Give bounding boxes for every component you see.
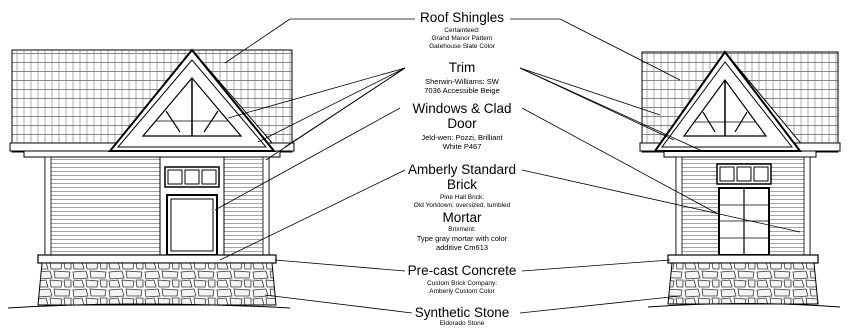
callout-mortar: Mortar Brixment: Type gray mortar with c… xyxy=(372,210,552,252)
trim-line-1: Sherwin-Williams: SW xyxy=(425,77,499,86)
callout-precast-concrete: Pre-cast Concrete Custom Brick Company: … xyxy=(382,263,542,296)
brick-title-1: Amberly Standard xyxy=(407,162,517,177)
stone-title: Synthetic Stone xyxy=(414,305,510,320)
windows-line-1: Jeld-wen: Pozzi, Brilliant xyxy=(421,133,503,142)
callout-synthetic-stone: Synthetic Stone Eldorado Stone xyxy=(382,305,542,328)
stone-brand: Eldorado Stone xyxy=(439,320,485,327)
roof-brand: Certainteed: xyxy=(444,27,480,34)
mortar-title: Mortar xyxy=(442,210,482,225)
leader-lines xyxy=(214,18,801,314)
trim-line-2: 7036 Accessible Beige xyxy=(424,86,500,95)
mortar-brand: Brixment: xyxy=(448,226,476,233)
concrete-line-1: Amberly Custom Color xyxy=(429,288,495,295)
windows-title-1: Windows & Clad xyxy=(412,101,512,116)
roof-line-1: Grand Manor Pattern xyxy=(431,35,493,42)
callout-windows-door: Windows & Clad Door Jeld-wen: Pozzi, Bri… xyxy=(382,101,542,151)
roof-title: Roof Shingles xyxy=(419,10,505,25)
left-elevation xyxy=(7,48,295,309)
trim-title: Trim xyxy=(448,60,476,75)
windows-line-2: White P467 xyxy=(442,142,482,151)
mortar-line-1: Type gray mortar with color xyxy=(416,234,508,243)
callout-trim: Trim Sherwin-Williams: SW 7036 Accessibl… xyxy=(382,60,542,95)
brick-line-1: Old Yorktown; oversized, tumbled xyxy=(413,202,511,209)
brick-brand: Pine Hall Brick: xyxy=(439,194,485,201)
right-elevation xyxy=(639,50,841,308)
callout-roof-shingles: Roof Shingles Certainteed: Grand Manor P… xyxy=(382,10,542,51)
brick-title-2: Brick xyxy=(447,177,477,192)
callout-brick: Amberly Standard Brick Pine Hall Brick: … xyxy=(372,162,552,210)
roof-line-2: Gatehouse Slate Color xyxy=(429,43,495,50)
concrete-brand: Custom Brick Company: xyxy=(426,280,498,287)
windows-title-2: Door xyxy=(447,116,477,131)
concrete-title: Pre-cast Concrete xyxy=(407,263,517,278)
mortar-line-2: additive Cm613 xyxy=(435,243,489,252)
